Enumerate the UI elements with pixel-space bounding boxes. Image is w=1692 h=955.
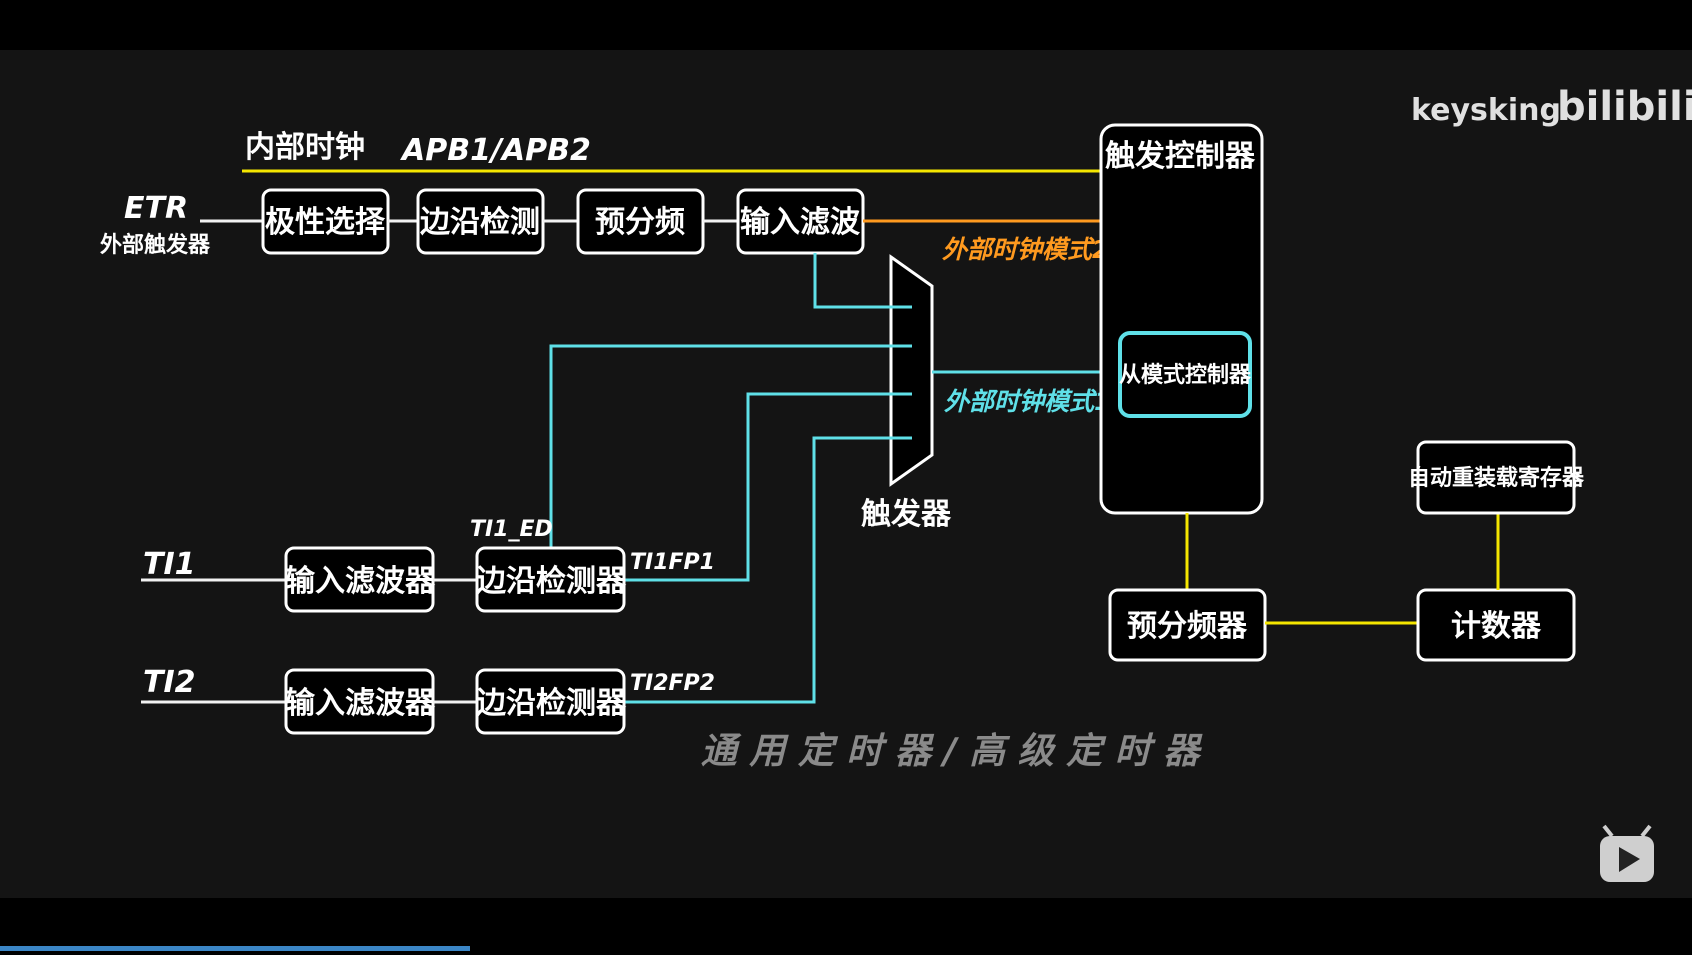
player-tv-icon[interactable] [1600,824,1654,882]
etr-filter-label: 输入滤波 [740,205,861,240]
top-letterbox [0,0,1692,50]
bilibili-logo: bilibili [1557,84,1692,130]
ti2-label: TI2 [143,665,196,700]
diagram-caption: 通 用 定 时 器 / 高 级 定 时 器 [701,731,1203,772]
ti1-filter-label: 输入滤波器 [285,564,436,599]
etr-prescaler-label: 预分频 [595,205,685,240]
auto-reload-label: 自动重装载寄存器 [1408,465,1585,491]
ti1-label: TI1 [143,547,196,582]
etr-polarity-label: 极性选择 [265,205,386,240]
prescaler-label: 预分频器 [1127,609,1248,644]
trigger-mux-label: 触发器 [861,497,952,532]
etr-label: ETR [124,191,188,226]
ti2fp2-label: TI2FP2 [630,671,715,696]
prescaler-box [1108,588,1267,662]
internal-clock-title: 内部时钟 [245,130,365,165]
slave-mode-controller-label: 从模式控制器 [1119,362,1252,388]
ti2-filter-label: 输入滤波器 [285,686,436,721]
ti1fp1-label: TI1FP1 [630,550,715,575]
auto-reload-box [1416,440,1576,515]
ti2fp2-to-mux-wire [624,436,912,704]
trigger-mux-shape [889,254,934,487]
ti1-ed-label: TI1_ED [470,517,553,542]
channel-watermark: keysking [1411,93,1561,128]
etrf-to-mux-wire [813,253,912,309]
ti1-edge-box [475,546,626,613]
video-progress-bar[interactable] [0,946,470,951]
ext-clock-mode2-label: 外部时钟模式2 [942,235,1109,264]
ext-clock-mode1-label: 外部时钟模式1 [944,387,1111,416]
counter-label: 计数器 [1451,609,1542,644]
ti1ed-to-mux-wire [549,344,912,550]
internal-clock-subtitle: APB1/APB2 [400,133,591,168]
counter-box [1416,588,1576,662]
trigger-controller-label: 触发控制器 [1105,139,1256,174]
bottom-letterbox [0,898,1692,951]
ti1-edge-label: 边沿检测器 [476,564,627,599]
ti2-edge-label: 边沿检测器 [476,686,627,721]
slave-mode-controller-box [1118,331,1252,418]
trigger-controller-box [1099,123,1264,515]
ti1fp1-to-mux-wire [624,392,912,582]
etr-edge-label: 边沿检测 [420,205,540,240]
ti2-edge-box [475,668,626,735]
etr-sublabel: 外部触发器 [100,232,211,258]
